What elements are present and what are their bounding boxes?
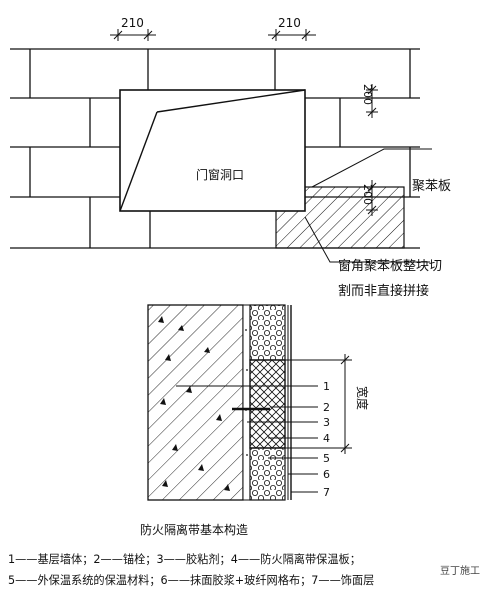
fire-barrier-board xyxy=(249,359,286,449)
dimension-right xyxy=(268,29,316,41)
legend-line-1: 1——基层墙体；2——锚栓；3——胶粘剂；4——防火隔离带保温板； xyxy=(8,553,361,566)
callout-3: 3 xyxy=(323,416,330,429)
window-opening xyxy=(119,89,306,212)
callout-5: 5 xyxy=(323,452,330,465)
adhesive-layer xyxy=(242,304,251,501)
insulation-lower xyxy=(249,447,286,501)
insulation-upper xyxy=(249,304,286,361)
callout-1: 1 xyxy=(323,380,330,393)
opening-label: 门窗洞口 xyxy=(196,167,244,182)
wall-aggregate xyxy=(158,316,230,491)
section-caption: 防火隔离带基本构造 xyxy=(140,523,249,537)
width-dimension xyxy=(285,354,352,454)
brick-wall xyxy=(10,48,420,249)
watermark: 豆丁施工 xyxy=(440,566,480,577)
dimension-vertical xyxy=(366,84,378,216)
dim-right-label: 210 xyxy=(278,16,301,30)
callout-7: 7 xyxy=(323,486,330,499)
width-label: 宽度 xyxy=(355,386,370,410)
leader-lines xyxy=(304,148,432,263)
dim-left-label: 210 xyxy=(121,16,144,30)
eps-label: 聚苯板 xyxy=(412,179,451,194)
callout-6: 6 xyxy=(323,468,330,481)
callout-leaders xyxy=(176,385,318,493)
dim-v-lower-label: 200 xyxy=(361,184,374,205)
dimension-left xyxy=(110,29,156,41)
callout-2: 2 xyxy=(323,401,330,414)
corner-label-1: 窗角聚苯板整块切 xyxy=(338,258,442,274)
callout-numbers: 1 2 3 4 5 6 7 xyxy=(323,380,330,499)
callout-4: 4 xyxy=(323,432,330,445)
corner-label-2: 割而非直接拼接 xyxy=(338,283,429,299)
dim-v-upper-label: 200 xyxy=(361,84,374,105)
legend-line-2: 5——外保温系统的保温材料；6——抹面胶浆+玻纤网格布；7——饰面层 xyxy=(8,574,375,587)
